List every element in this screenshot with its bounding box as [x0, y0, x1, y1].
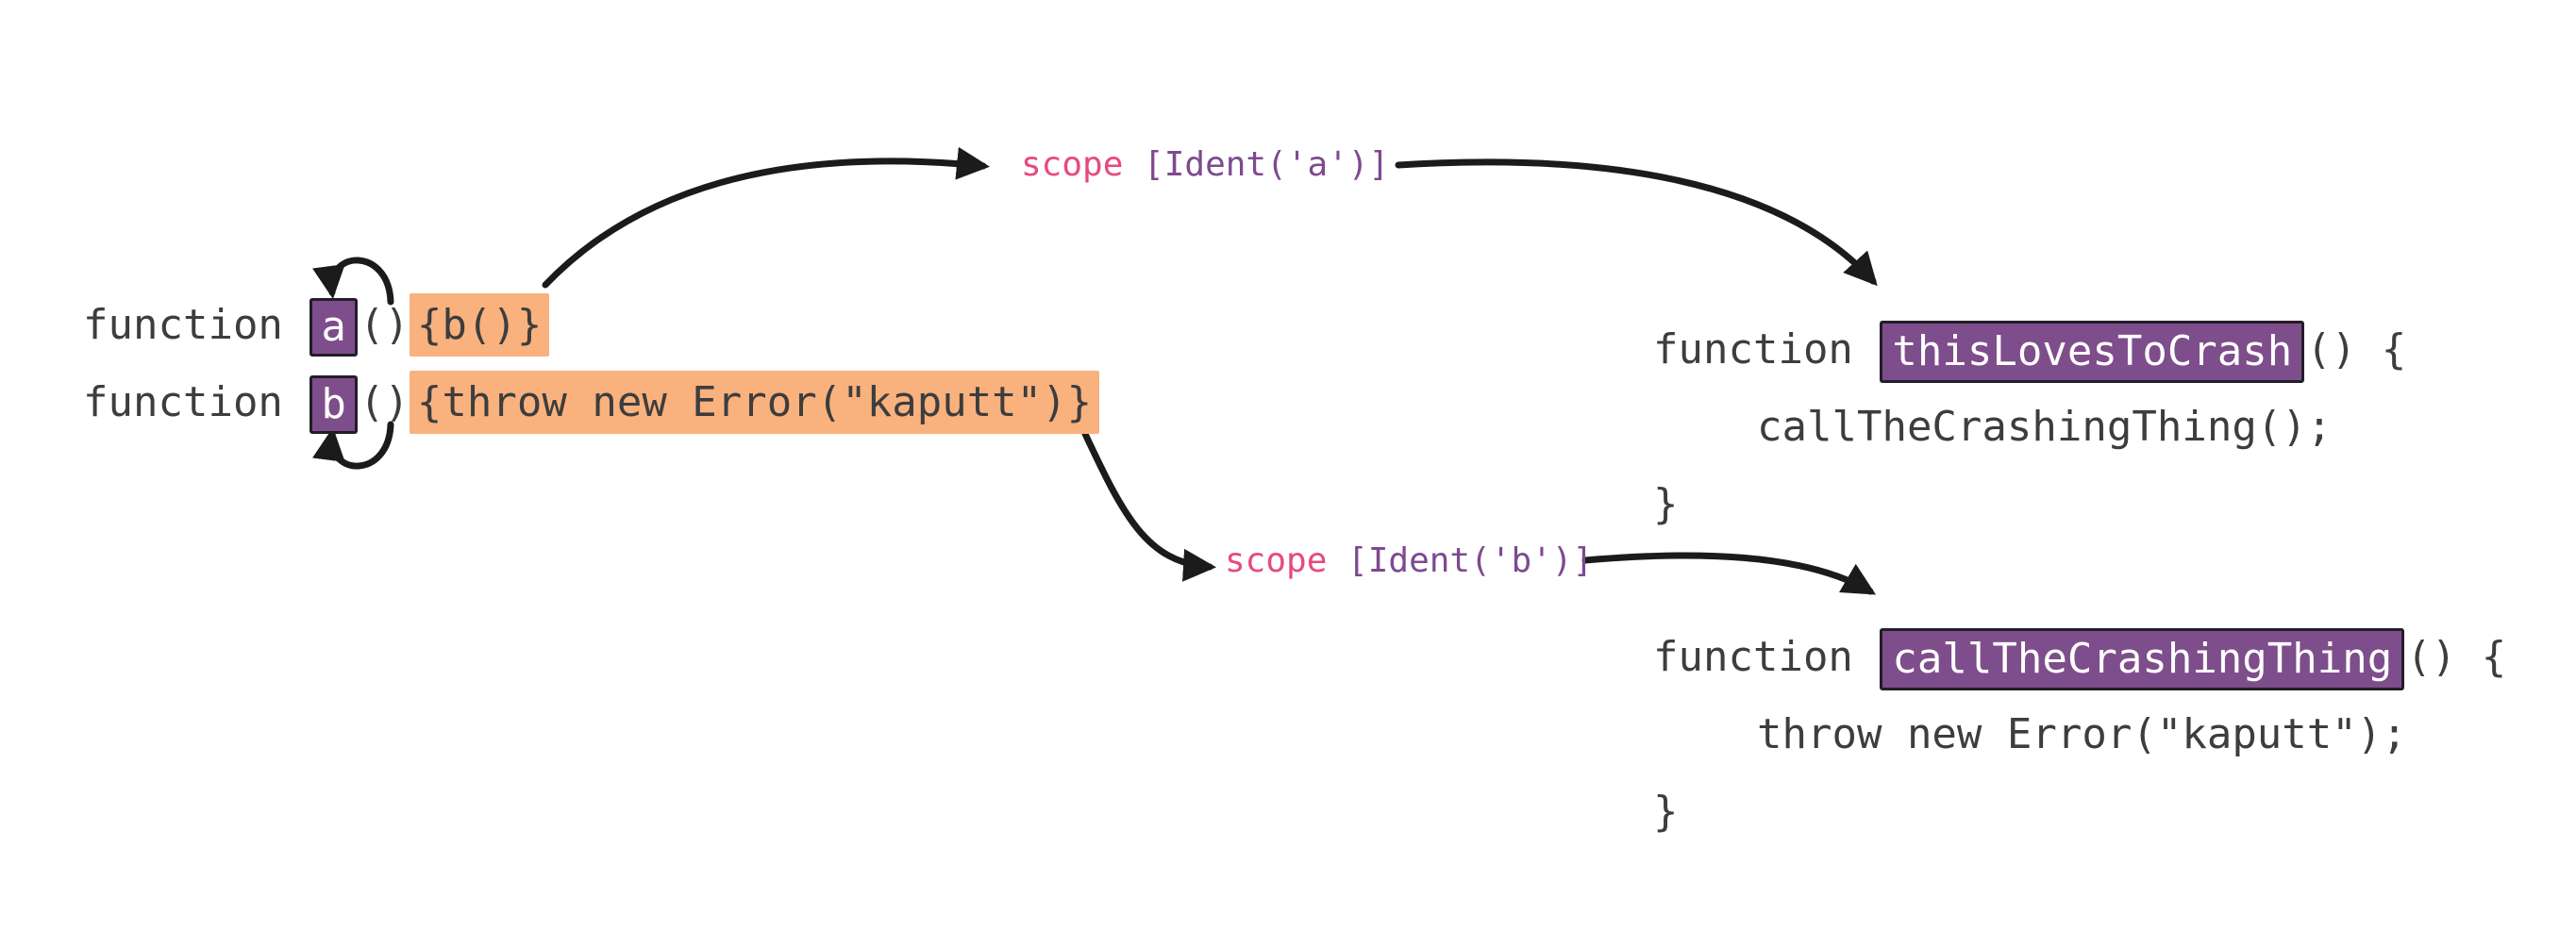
scope-keyword: scope: [1021, 145, 1124, 184]
output-2-close-brace: }: [1653, 788, 1679, 836]
scope-a-label: scope [Ident('a')]: [1021, 144, 1389, 186]
function-keyword: function: [83, 378, 309, 426]
params-text: (): [359, 301, 410, 349]
source-code: function a(){b()} function b(){throw new…: [83, 287, 1100, 441]
signature-tail: () {: [2406, 633, 2507, 681]
function-name-box: callTheCrashingThing: [1880, 628, 2405, 690]
source-line-b: function b(){throw new Error("kaputt")}: [83, 364, 1100, 441]
scope-binding: [Ident('b')]: [1327, 541, 1594, 580]
function-name-box: thisLovesToCrash: [1880, 321, 2305, 383]
output-1-body: callTheCrashingThing();: [1757, 403, 2333, 451]
ident-a-box: a: [309, 298, 358, 357]
output-2-body: throw new Error("kaputt");: [1757, 710, 2407, 758]
body-a-highlight: {b()}: [409, 293, 550, 357]
output-1-close-brace: }: [1653, 480, 1679, 528]
scope-b-to-output-2-arrow: [1581, 552, 1877, 595]
output-2-signature: function callTheCrashingThing() {: [1653, 619, 2506, 696]
ident-b-box: b: [309, 375, 358, 434]
output-function-1: function thisLovesToCrash() { callTheCra…: [1653, 311, 2406, 543]
function-keyword: function: [1653, 633, 1879, 681]
scope-keyword: scope: [1225, 541, 1328, 580]
function-keyword: function: [1653, 325, 1879, 374]
scope-a-to-output-1-arrow: [1395, 158, 1878, 287]
params-text: (): [359, 378, 410, 426]
body-a-to-scope-a-arrow: [542, 146, 990, 289]
scope-binding: [Ident('a')]: [1123, 145, 1390, 184]
output-1-signature: function thisLovesToCrash() {: [1653, 311, 2406, 389]
source-line-a: function a(){b()}: [83, 287, 1099, 364]
signature-tail: () {: [2306, 325, 2407, 374]
body-b-highlight: {throw new Error("kaputt")}: [409, 371, 1100, 434]
scope-b-label: scope [Ident('b')]: [1225, 540, 1593, 582]
output-function-2: function callTheCrashingThing() { throw …: [1653, 619, 2506, 851]
function-keyword: function: [83, 301, 309, 349]
body-b-to-scope-b-arrow: [1081, 430, 1216, 582]
